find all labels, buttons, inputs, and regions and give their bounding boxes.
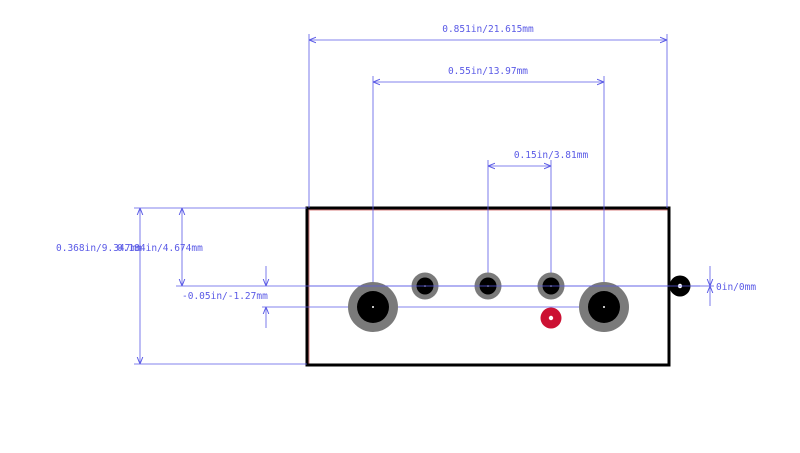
dim-label-overall-height: 0.368in/9.347mm (56, 243, 142, 254)
mounting-hole-left (348, 282, 398, 332)
mounting-hole-right (579, 282, 629, 332)
dim-label-pin-pitch: 0.15in/3.81mm (514, 150, 589, 161)
dim-label-body-height: 0.184in/4.674mm (117, 243, 203, 254)
dim-label-row-offset: -0.05in/-1.27mm (182, 291, 268, 302)
dim-label-overall-width: 0.851in/21.615mm (442, 24, 534, 35)
dimension-lines (140, 40, 710, 364)
dim-label-ref-offset: 0in/0mm (716, 282, 756, 293)
dim-label-mount-spacing: 0.55in/13.97mm (448, 66, 528, 77)
pin1-marker-icon (540, 307, 562, 329)
